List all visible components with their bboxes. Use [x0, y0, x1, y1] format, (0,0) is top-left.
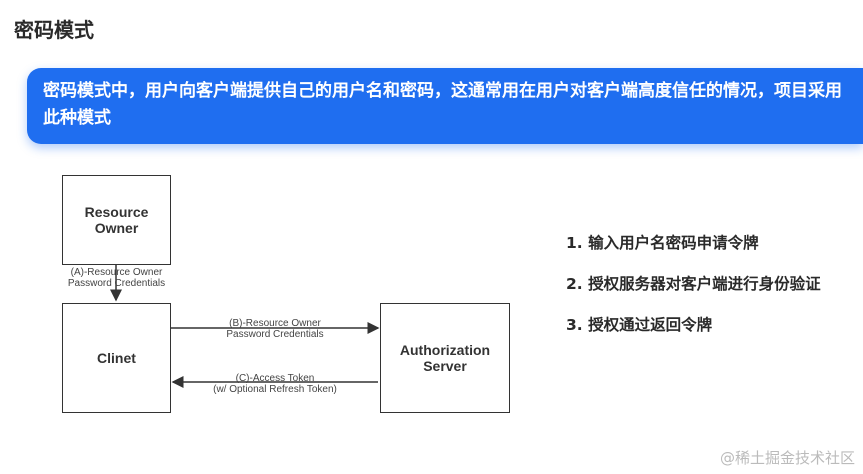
authorization-server-box: Authorization Server	[380, 303, 510, 413]
label-a: (A)-Resource Owner Password Credentials	[62, 267, 171, 289]
label-a-line2: Password Credentials	[67, 278, 166, 289]
resource-owner-box: Resource Owner	[62, 175, 171, 265]
watermark: @稀土掘金技术社区	[719, 449, 855, 467]
page-title: 密码模式	[14, 18, 94, 42]
resource-owner-line1: Resource	[84, 204, 149, 220]
resource-owner-line2: Owner	[94, 220, 139, 236]
step-2: 2. 授权服务器对客户端进行身份验证	[566, 275, 821, 293]
client-box: Clinet	[62, 303, 171, 413]
banner-text: 密码模式中，用户向客户端提供自己的用户名和密码，这通常用在用户对客户端高度信任的…	[43, 81, 842, 128]
label-c-line1: (C)-Access Token	[235, 373, 315, 384]
step-3: 3. 授权通过返回令牌	[566, 316, 713, 334]
step-1: 1. 输入用户名密码申请令牌	[566, 234, 759, 252]
label-c-line2: (w/ Optional Refresh Token)	[213, 384, 337, 395]
label-a-line1: (A)-Resource Owner	[70, 267, 163, 278]
step-list: 1. 输入用户名密码申请令牌 2. 授权服务器对客户端进行身份验证 3. 授权通…	[566, 231, 821, 354]
client-label: Clinet	[97, 350, 136, 366]
label-b: (B)-Resource Owner Password Credentials	[190, 318, 360, 340]
label-c: (C)-Access Token (w/ Optional Refresh To…	[190, 373, 360, 395]
auth-server-line1: Authorization	[399, 342, 491, 358]
label-b-line1: (B)-Resource Owner	[229, 318, 321, 329]
label-b-line2: Password Credentials	[226, 329, 324, 340]
auth-server-line2: Server	[423, 358, 467, 374]
description-banner: 密码模式中，用户向客户端提供自己的用户名和密码，这通常用在用户对客户端高度信任的…	[27, 68, 863, 144]
